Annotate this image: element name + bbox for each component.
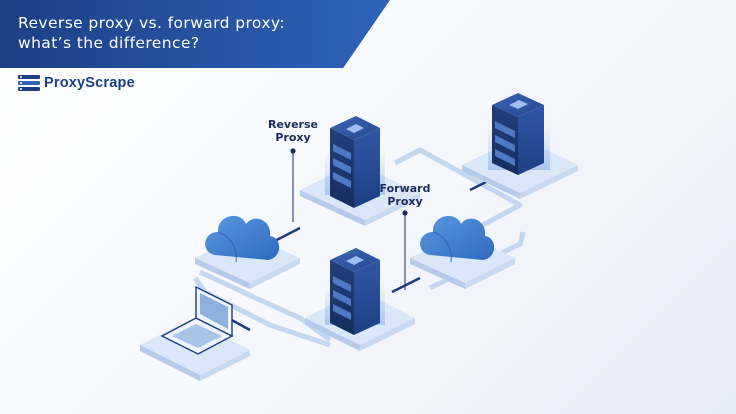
reverse-proxy-label-line2: Proxy (275, 131, 311, 144)
reverse-proxy-label-line1: Reverse (268, 118, 318, 131)
server-node-forward-proxy (305, 248, 415, 351)
forward-proxy-label-line1: Forward (379, 182, 431, 195)
connector-line (192, 276, 331, 348)
server-icon (330, 248, 380, 335)
laptop-node (140, 285, 250, 381)
cloud-icon (420, 215, 495, 263)
callout-pin-reverse (290, 148, 296, 222)
connector-line (198, 269, 332, 343)
brand-name: ProxyScrape (44, 75, 135, 91)
connector-line (393, 147, 523, 235)
laptop-icon (160, 285, 234, 355)
cloud-node-left (195, 215, 300, 289)
forward-proxy-label: Forward Proxy (374, 182, 436, 208)
page-title: Reverse proxy vs. forward proxy: what’s … (18, 14, 285, 52)
reverse-proxy-label: Reverse Proxy (262, 118, 324, 144)
cloud-icon (205, 215, 280, 263)
title-banner (0, 0, 390, 68)
brand-logo[interactable]: ProxyScrape (18, 73, 135, 93)
server-node-reverse-proxy (300, 116, 420, 226)
callout-pin-forward (402, 210, 408, 290)
link-forward-to-cloud (391, 276, 421, 294)
server-stack-icon (18, 75, 40, 91)
server-icon (330, 116, 380, 208)
server-node-origin (462, 93, 578, 199)
server-icon (492, 93, 544, 175)
forward-proxy-label-line2: Proxy (387, 195, 423, 208)
cloud-node-right (410, 215, 515, 289)
